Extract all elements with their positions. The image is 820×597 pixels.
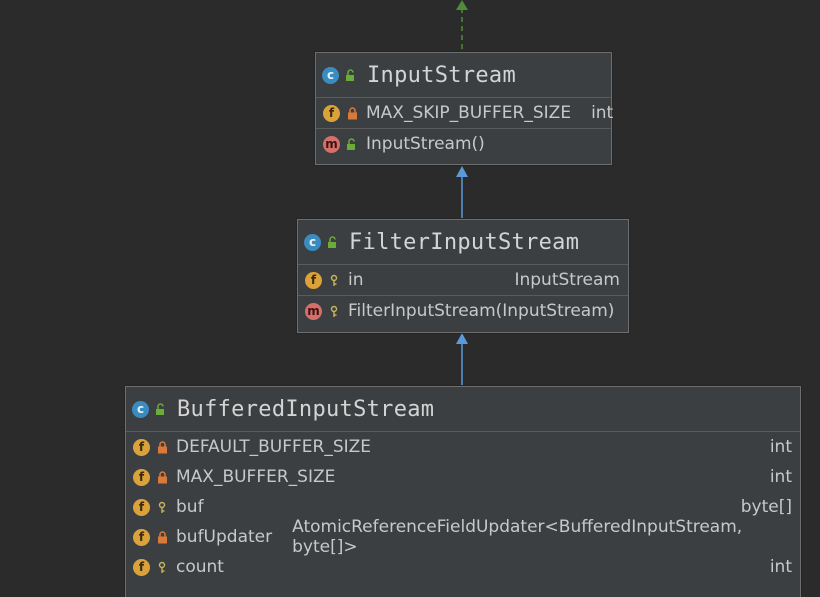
class-icon: c — [304, 233, 321, 251]
public-access-icon — [155, 402, 167, 416]
class-name: FilterInputStream — [349, 229, 580, 255]
field-row[interactable]: f DEFAULT_BUFFER_SIZE int — [126, 432, 800, 462]
field-type: InputStream — [514, 270, 620, 290]
method-row[interactable]: m InputStream() — [316, 128, 611, 159]
private-access-icon — [156, 470, 168, 484]
protected-access-icon — [156, 560, 168, 574]
field-row[interactable]: f buf byte[] — [126, 492, 800, 522]
field-row[interactable]: f MAX_SKIP_BUFFER_SIZE int — [316, 98, 614, 128]
private-access-icon — [346, 106, 358, 120]
class-icon: c — [322, 66, 339, 84]
private-access-icon — [156, 440, 168, 454]
class-header: c InputStream — [316, 53, 611, 98]
public-access-icon — [346, 137, 358, 151]
class-node-inputstream[interactable]: c InputStream f MAX_SKIP_BUFFER_SIZE int… — [315, 52, 614, 165]
field-type: AtomicReferenceFieldUpdater<BufferedInpu… — [292, 517, 743, 557]
field-name: bufUpdater — [176, 527, 273, 547]
method-name: InputStream() — [366, 134, 485, 154]
field-icon: f — [305, 271, 322, 289]
method-icon: m — [323, 135, 340, 153]
field-row[interactable]: f in InputStream — [298, 265, 628, 295]
field-name: buf — [176, 497, 204, 517]
static-field-icon: f — [133, 528, 150, 546]
field-name: count — [176, 557, 224, 577]
field-icon: f — [133, 558, 150, 576]
class-icon: c — [132, 400, 149, 418]
field-icon: f — [133, 498, 150, 516]
static-field-icon: f — [323, 104, 340, 122]
public-access-icon — [327, 235, 339, 249]
protected-access-icon — [156, 500, 168, 514]
field-row[interactable]: f MAX_BUFFER_SIZE int — [126, 462, 800, 492]
public-access-icon — [345, 68, 357, 82]
field-type: int — [769, 437, 792, 457]
field-row[interactable]: f bufUpdater AtomicReferenceFieldUpdater… — [126, 517, 800, 557]
static-field-icon: f — [133, 438, 150, 456]
private-access-icon — [156, 530, 168, 544]
method-row[interactable]: m FilterInputStream(InputStream) — [298, 295, 628, 326]
method-name: FilterInputStream(InputStream) — [348, 301, 615, 321]
field-type: int — [769, 557, 792, 577]
class-name: InputStream — [367, 62, 516, 88]
field-type: int — [769, 467, 792, 487]
method-icon: m — [305, 302, 322, 320]
field-row[interactable]: f count int — [126, 552, 800, 582]
protected-access-icon — [328, 304, 340, 318]
class-header: c FilterInputStream — [298, 220, 628, 265]
class-node-bufferedinputstream[interactable]: c BufferedInputStream f DEFAULT_BUFFER_S… — [125, 386, 801, 597]
field-name: MAX_SKIP_BUFFER_SIZE — [366, 103, 572, 123]
field-name: in — [348, 270, 364, 290]
field-type: int — [591, 103, 614, 123]
class-header: c BufferedInputStream — [126, 387, 800, 432]
class-node-filterinputstream[interactable]: c FilterInputStream f in InputStream m F… — [297, 219, 629, 333]
inherit-arrow-head-1 — [456, 166, 468, 177]
static-field-icon: f — [133, 468, 150, 486]
field-name: MAX_BUFFER_SIZE — [176, 467, 336, 487]
interface-arrow-head — [456, 0, 468, 10]
class-name: BufferedInputStream — [177, 396, 435, 422]
protected-access-icon — [328, 273, 340, 287]
inherit-arrow-head-2 — [456, 333, 468, 344]
field-type: byte[] — [740, 497, 792, 517]
field-name: DEFAULT_BUFFER_SIZE — [176, 437, 372, 457]
